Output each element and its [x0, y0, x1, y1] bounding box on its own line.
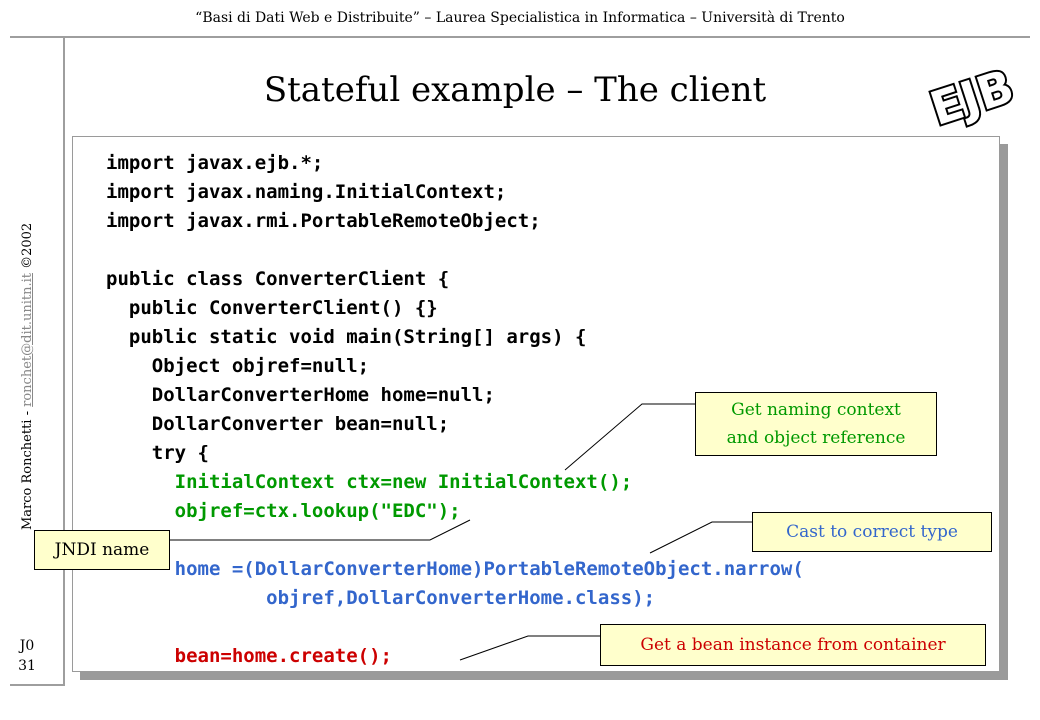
code-listing: import javax.ejb.*; import javax.naming.I… — [106, 149, 804, 671]
top-divider — [10, 36, 1030, 38]
code-line: home =(DollarConverterHome)PortableRemot… — [106, 558, 804, 580]
side-divider — [63, 36, 65, 686]
slide-number: J0 31 — [14, 636, 40, 676]
callout-bean-instance: Get a bean instance from container — [600, 624, 986, 666]
code-line: objref=ctx.lookup("EDC"); — [106, 500, 461, 522]
code-line: DollarConverterHome home=null; — [106, 384, 495, 406]
code-line: bean=home.create(); — [106, 645, 392, 667]
code-line: InitialContext ctx=new InitialContext(); — [106, 471, 633, 493]
callout-jndi-name: JNDI name — [34, 530, 170, 570]
ejb-logo-text: EJB — [924, 59, 1020, 130]
author-credit: Marco Ronchetti - ronchet@dit.unitn.it ©… — [20, 223, 35, 530]
callout-naming-line1: Get naming context — [731, 400, 901, 420]
ejb-logo: EJB — [922, 57, 1022, 130]
slide-title: Stateful example – The client — [263, 70, 767, 110]
code-line — [106, 526, 804, 555]
code-line: objref,DollarConverterHome.class); — [106, 587, 656, 609]
slide-number-page: 31 — [18, 658, 36, 674]
bottom-divider — [10, 684, 64, 686]
course-header: “Basi di Dati Web e Distribuite” – Laure… — [195, 10, 845, 26]
callout-naming-line2: and object reference — [726, 428, 906, 448]
copyright: ©2002 — [20, 222, 35, 274]
author-name: Marco Ronchetti — [20, 419, 35, 530]
code-line: DollarConverter bean=null; — [106, 413, 450, 435]
code-line: import javax.ejb.*; — [106, 152, 324, 174]
code-line: import javax.naming.InitialContext; — [106, 181, 507, 203]
slide-number-section: J0 — [19, 638, 35, 654]
code-line: public class ConverterClient { — [106, 268, 450, 290]
code-line: public ConverterClient() {} — [106, 297, 438, 319]
code-line: try { — [106, 442, 209, 464]
code-line — [106, 236, 804, 265]
code-line: Object objref=null; — [106, 355, 370, 377]
code-line: public static void main(String[] args) { — [106, 326, 587, 348]
author-separator: - — [20, 406, 35, 420]
callout-naming-context: Get naming context and object reference — [695, 392, 937, 456]
callout-cast-type: Cast to correct type — [752, 512, 992, 552]
code-line: import javax.rmi.PortableRemoteObject; — [106, 210, 541, 232]
author-email-link[interactable]: ronchet@dit.unitn.it — [20, 273, 35, 407]
